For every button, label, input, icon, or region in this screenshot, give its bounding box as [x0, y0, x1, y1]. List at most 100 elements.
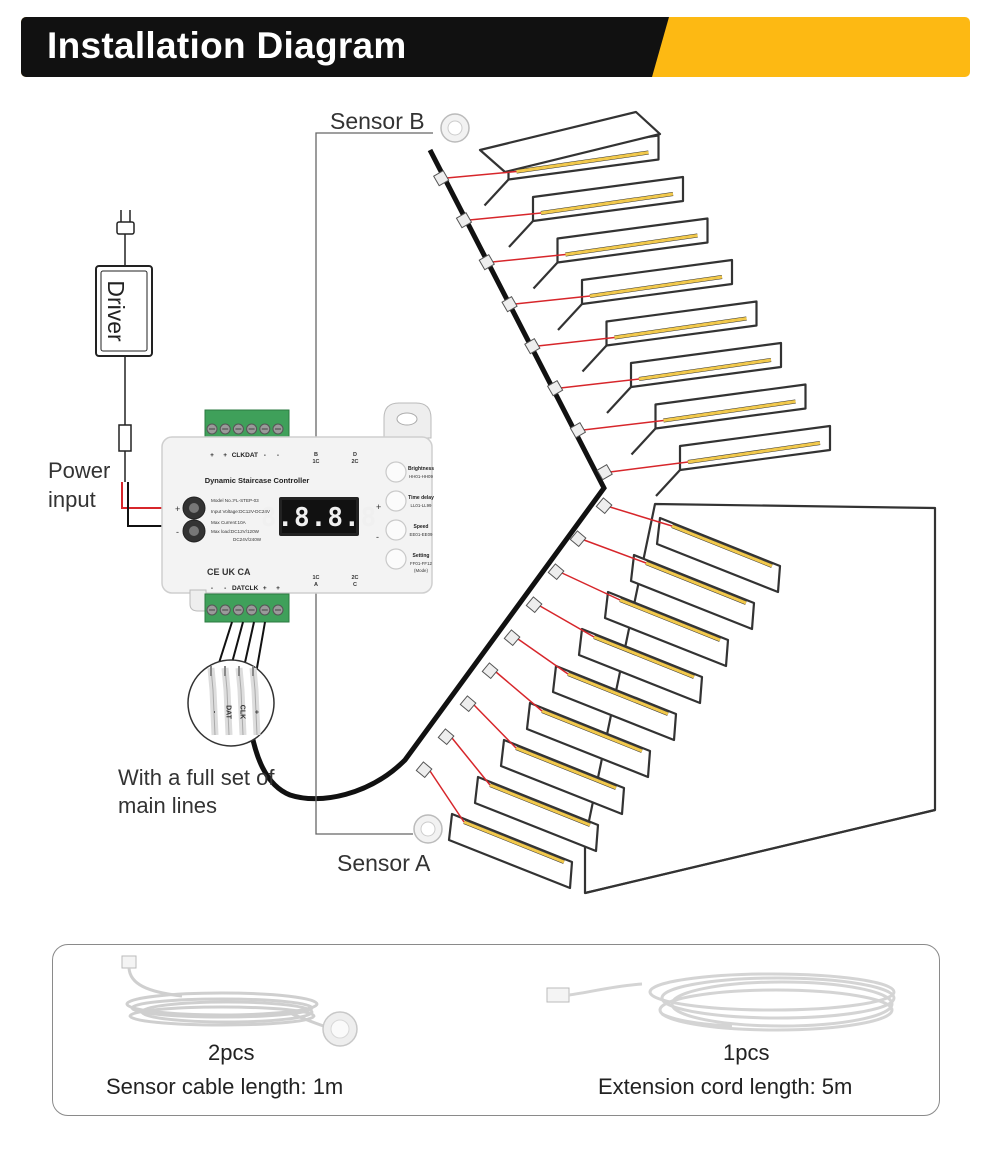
- top-terminal-label: +: [210, 452, 214, 459]
- led-strip: [619, 598, 721, 642]
- accessory-qty-sensor-cable: 2pcs: [208, 1040, 255, 1065]
- controller-button: [385, 519, 407, 541]
- sensor-a-icon: [413, 814, 443, 844]
- port-c-label: 2C: [351, 575, 358, 581]
- strip-wire: [517, 638, 569, 675]
- strip-wire: [514, 295, 591, 305]
- sensor-a-line: [315, 590, 413, 835]
- controller-model: Model No.:FL-STEP-03: [211, 498, 259, 503]
- controller-button-extra: (Mode): [414, 568, 428, 573]
- controller-display: 8.8.8.8: [261, 503, 378, 533]
- led-strip: [565, 234, 698, 256]
- top-terminal-label: CLK: [232, 452, 246, 459]
- stair-tread-lower: [473, 775, 600, 853]
- top-terminal-label: +: [223, 452, 227, 459]
- connector: [546, 379, 564, 397]
- sensor-b-label: Sensor B: [330, 108, 425, 134]
- controller-max-load-2: DC24V/240W: [233, 537, 262, 542]
- led-strip: [463, 820, 565, 864]
- stair-tread-upper: [531, 175, 685, 223]
- sensor-b-line: [315, 132, 433, 437]
- power-plug-icon: [116, 210, 135, 266]
- connector: [595, 497, 613, 515]
- stair-tread-lower: [629, 553, 756, 631]
- stair-edge: [508, 220, 534, 248]
- controller-button-range: EE01-EE09: [410, 532, 434, 537]
- zoom-wire-label: DAT: [225, 705, 232, 720]
- strip-wire: [539, 605, 595, 638]
- strip-wire: [561, 572, 621, 601]
- connector: [596, 463, 613, 481]
- strip-wire: [583, 419, 664, 431]
- led-strip: [638, 358, 772, 381]
- bottom-terminal-label: CLK: [245, 585, 259, 592]
- stair-edge: [557, 303, 583, 331]
- sensor-cable-icon: [121, 955, 358, 1047]
- controller-button: [385, 548, 407, 570]
- port-b-label: B: [314, 452, 318, 458]
- strip-wire: [429, 770, 465, 823]
- controller-max-current: Max Current:10A: [211, 520, 247, 525]
- stair-tread-lower: [577, 627, 704, 705]
- header-banner: Installation Diagram: [21, 17, 970, 77]
- controller-input-voltage: Input Voltage:DC12V-DC24V: [211, 509, 271, 514]
- strip-wire: [446, 170, 517, 179]
- power-minus: -: [176, 527, 179, 537]
- connector: [478, 253, 495, 271]
- top-terminal-label: -: [277, 452, 279, 459]
- controller-button: [385, 490, 407, 512]
- bottom-terminal-label: -: [211, 585, 213, 592]
- strip-wire: [491, 253, 566, 263]
- controller-title: Dynamic Staircase Controller: [205, 476, 310, 485]
- zoom-wire-label: +: [253, 710, 260, 714]
- stair-edge: [532, 261, 559, 290]
- button-sign: +: [376, 502, 381, 512]
- zoom-wire-label: CLK: [239, 705, 246, 719]
- controller-certs: CE UK CA: [207, 567, 251, 577]
- accessory-desc-sensor-cable: Sensor cable length: 1m: [106, 1074, 344, 1099]
- stair-tread-upper: [654, 383, 807, 430]
- stair-tread-lower: [551, 664, 678, 742]
- controller-max-load: Max load:DC12V/120W: [211, 529, 260, 534]
- led-strips: [463, 150, 821, 864]
- page-title: Installation Diagram: [47, 25, 407, 66]
- connector: [481, 662, 499, 680]
- led-strip: [567, 672, 669, 716]
- led-strip: [540, 192, 674, 215]
- power-plus: +: [175, 504, 180, 514]
- led-strip: [516, 151, 649, 173]
- controller-button-range: HH01-HH09: [409, 474, 433, 479]
- stair-top-landing: [478, 110, 662, 174]
- strip-wire: [609, 506, 673, 527]
- step-wires: [429, 170, 689, 823]
- strip-wire: [469, 212, 542, 221]
- header-background: [21, 17, 970, 77]
- bottom-terminal-label: -: [224, 585, 226, 592]
- strip-wire: [609, 461, 689, 473]
- controller-button-label: Brightness: [408, 466, 434, 472]
- strip-wire: [560, 378, 640, 389]
- wire-connectors: [415, 169, 613, 779]
- connector: [569, 530, 587, 548]
- connector: [547, 563, 565, 581]
- power-wire: [118, 356, 132, 482]
- connector: [503, 629, 521, 647]
- bottom-terminal-label: +: [263, 585, 267, 592]
- bottom-terminal-label: +: [276, 585, 280, 592]
- bottom-terminal-label: DAT: [232, 585, 245, 592]
- led-strip: [687, 441, 821, 464]
- stair-edge: [655, 469, 681, 497]
- main-lines-label: With a full set of main lines: [118, 765, 275, 818]
- led-strip: [593, 635, 695, 679]
- driver-box: Driver: [95, 265, 153, 357]
- led-strip: [645, 561, 747, 605]
- controller-button-label: Setting: [413, 553, 430, 559]
- led-strip: [671, 524, 773, 568]
- led-strip: [663, 400, 796, 422]
- connector: [501, 295, 518, 313]
- stair-tread-upper: [556, 217, 709, 264]
- port-d-label: D: [353, 452, 357, 458]
- accessory-desc-extension-cord: Extension cord length: 5m: [598, 1074, 853, 1099]
- connector: [525, 596, 543, 614]
